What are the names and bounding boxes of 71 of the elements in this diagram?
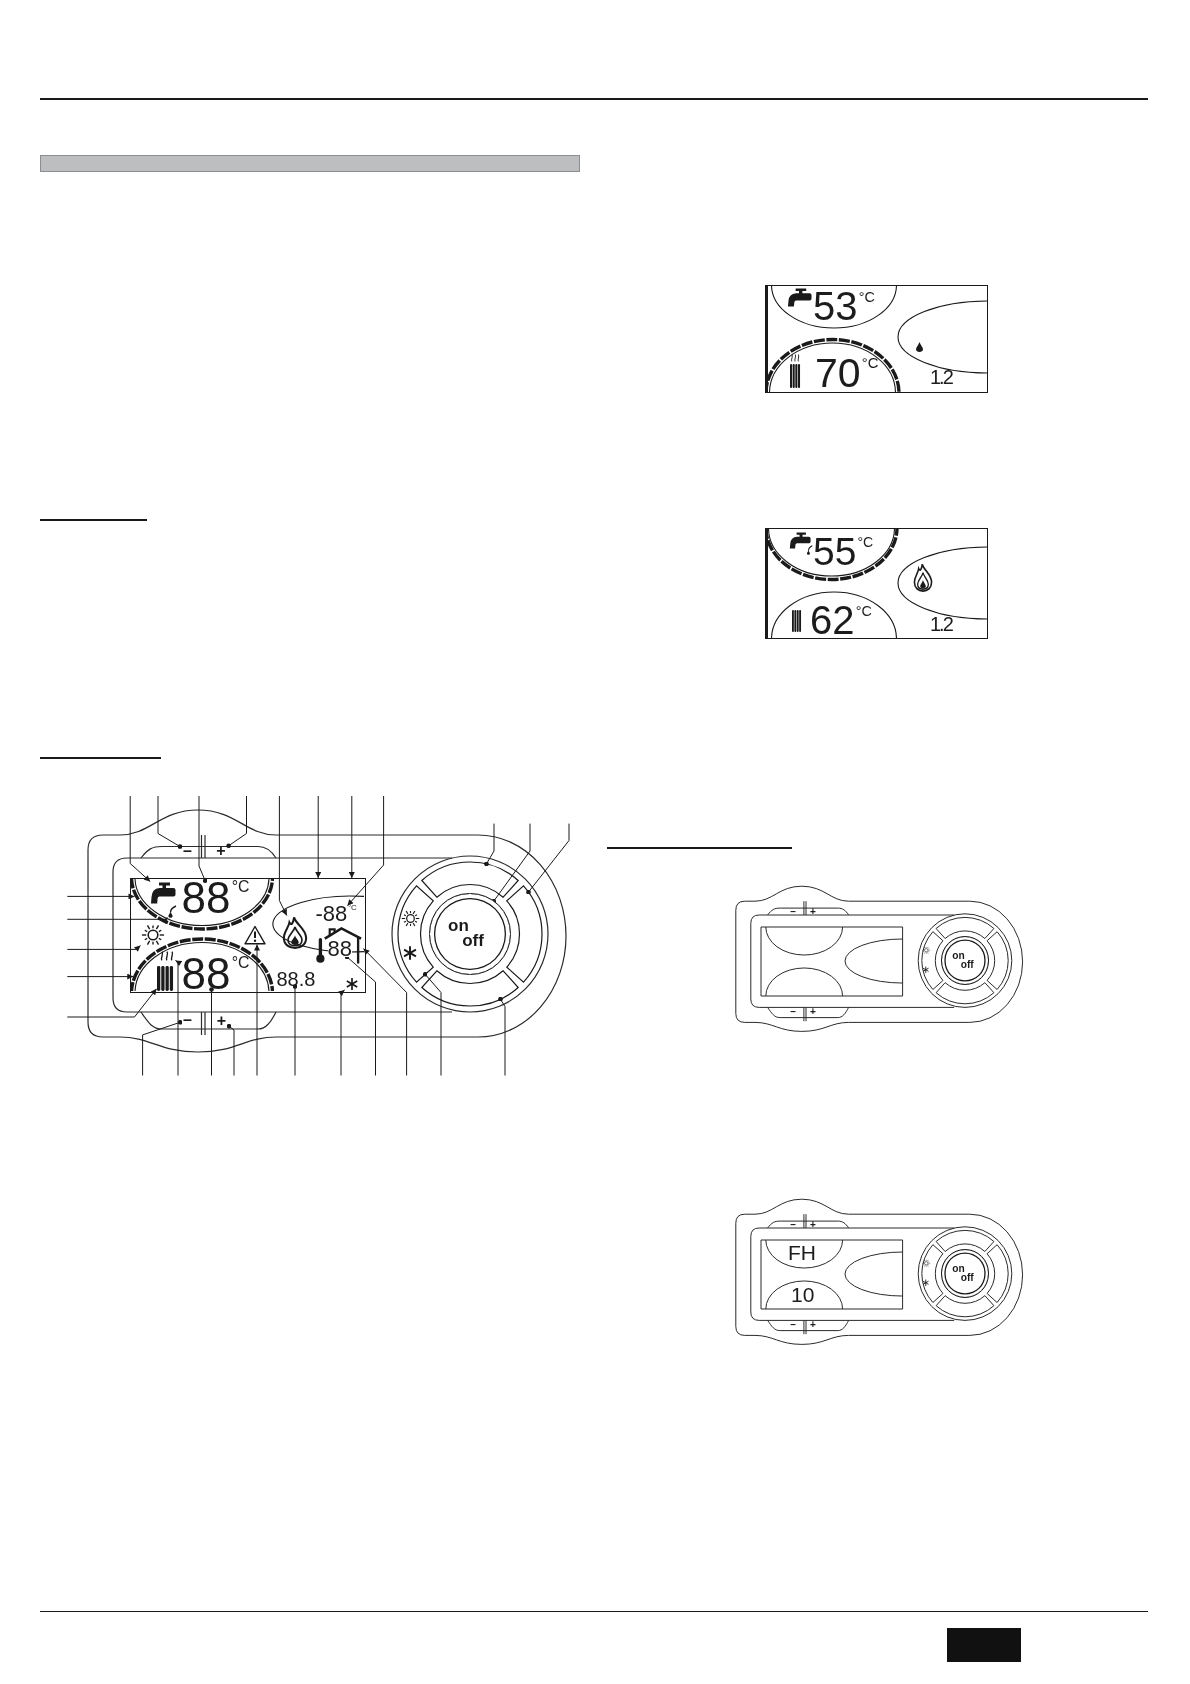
display-zone xyxy=(131,879,274,931)
leader-line xyxy=(66,988,158,1018)
leader-line xyxy=(344,954,376,1076)
leader-line xyxy=(292,984,298,1076)
snowflake-icon xyxy=(344,976,359,991)
display-zone xyxy=(131,936,274,991)
temperature-readout: 55$^{°C}$ xyxy=(813,537,874,567)
ring-button xyxy=(397,885,434,983)
leader-line xyxy=(209,987,214,1076)
minus-sign: – xyxy=(790,907,796,917)
leader-line xyxy=(315,795,322,879)
ring-button xyxy=(421,970,519,1007)
leader-line xyxy=(198,795,208,883)
temperature-readout: -88$^{°C}$ xyxy=(315,905,357,922)
radiator-icon xyxy=(156,965,173,991)
minus-sign: – xyxy=(180,845,195,857)
leader-line xyxy=(157,795,183,849)
leader-line xyxy=(66,917,168,925)
plus-sign: + xyxy=(810,1006,816,1017)
temperature-readout: 88$^{°C}$ xyxy=(181,956,250,990)
plus-sign: + xyxy=(213,1015,230,1027)
leader-line xyxy=(526,823,570,895)
plus-sign: + xyxy=(810,1220,816,1230)
plus-sign: + xyxy=(810,1319,816,1330)
temperature-readout: 53$^{°C}$ xyxy=(813,291,875,321)
leader-line xyxy=(338,989,346,1076)
lcd-screen xyxy=(130,878,366,993)
leader-line xyxy=(346,795,385,907)
minus-sign: – xyxy=(790,1006,796,1017)
leader-line xyxy=(362,948,408,1076)
leader-line xyxy=(226,1023,235,1076)
leader-line xyxy=(254,944,260,1076)
leader-line xyxy=(129,795,151,882)
on-off-button: on off xyxy=(940,936,990,985)
leader-line xyxy=(278,795,288,916)
leader-line xyxy=(66,973,134,980)
ring-button xyxy=(506,885,543,983)
tap-icon xyxy=(149,881,176,904)
minus-sign: – xyxy=(180,1014,195,1026)
temperature-readout: 70$^{°C}$ xyxy=(815,358,879,389)
leader-line xyxy=(348,795,355,879)
plus-sign: + xyxy=(213,845,229,857)
minus-sign: – xyxy=(790,1220,796,1230)
digit-readout: 1.2 xyxy=(930,370,952,385)
leader-line xyxy=(498,996,506,1076)
ring-button xyxy=(421,861,519,898)
digit-readout: 88.8 xyxy=(276,971,316,987)
on-off-button: on off xyxy=(940,1249,990,1298)
section-heading-bar xyxy=(40,155,580,172)
plus-sign: + xyxy=(810,907,816,917)
leader-line xyxy=(66,945,142,952)
sun-icon xyxy=(140,922,165,947)
leader-line xyxy=(142,1020,183,1076)
flame-icon xyxy=(281,915,308,949)
leader-line xyxy=(422,971,442,1076)
leader-line xyxy=(484,823,495,867)
warning-icon xyxy=(243,924,266,945)
leader-line xyxy=(66,893,135,900)
on-off-button: on off xyxy=(429,893,511,975)
heat-waves-icon xyxy=(158,950,176,961)
digit-readout: 88 xyxy=(327,940,352,957)
digit-readout: 1.2 xyxy=(930,617,952,632)
leader-line xyxy=(491,823,531,904)
drip-icon xyxy=(166,904,177,918)
leader-line xyxy=(174,959,183,1076)
display-code: FH xyxy=(788,1245,816,1261)
leader-line xyxy=(226,795,247,849)
temperature-readout: 88$^{°C}$ xyxy=(181,880,250,914)
digit-readout: 10 xyxy=(791,1287,815,1303)
minus-sign: – xyxy=(790,1319,796,1330)
temperature-readout: 62$^{°C}$ xyxy=(810,605,872,635)
